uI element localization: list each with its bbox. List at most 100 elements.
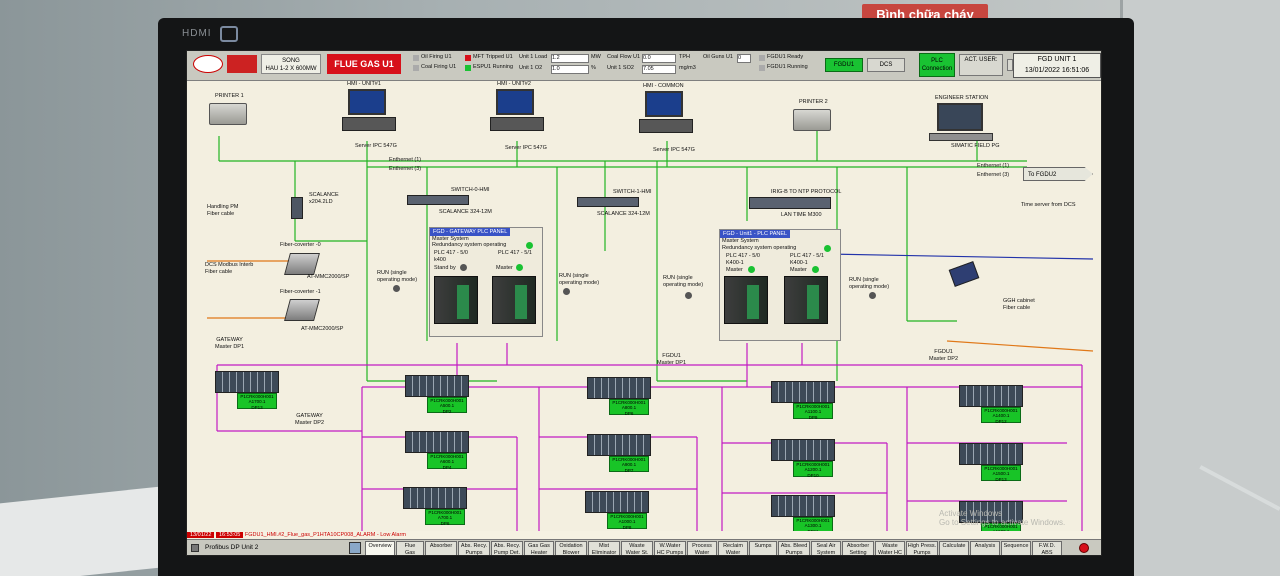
dp-node-tag[interactable]: P1CRK000H001 A800.1 DP6 <box>609 399 649 416</box>
gateway-plc-panel: FGD - GATEWAY PLC PANEL Master System Re… <box>429 227 543 337</box>
hmi-common-label: HMI - COMMON <box>643 83 684 89</box>
dp-node-tag[interactable]: P1CRK000H001 A1700.1 DP13 <box>237 393 277 410</box>
dp-rack-icon[interactable] <box>405 431 469 453</box>
lan-time-device-icon <box>749 197 831 209</box>
printer2-icon[interactable] <box>793 109 831 131</box>
unit1-panel-title: FGD - Unit1 - PLC PANEL <box>720 230 791 238</box>
dp-rack-icon[interactable] <box>771 439 835 461</box>
nav-button[interactable]: Sequence <box>1001 541 1031 555</box>
current-screen-name: Profibus DP Unit 2 <box>205 544 259 551</box>
alarm-line[interactable]: 13/01/22 16:53:05 FGDU1_HMI.#2_Flue_gas_… <box>187 531 1101 539</box>
hmi-unit1-pc-icon[interactable] <box>342 89 396 131</box>
dp-rack-icon[interactable] <box>959 501 1023 523</box>
dp-rack-icon[interactable] <box>771 495 835 517</box>
switch1-sub-label: SCALANCE 324-12M <box>597 211 650 217</box>
ethernet3-right-label: Enthernet (3) <box>977 172 1010 178</box>
unit-o2-unit: % <box>591 65 596 71</box>
screen-menu-icon[interactable] <box>191 544 199 552</box>
nav-button[interactable]: High Press. Pumps <box>906 541 938 556</box>
nav-button[interactable]: Seal Air System <box>811 541 841 555</box>
fgdu1-button[interactable]: FGDU1 <box>825 58 863 72</box>
engineer-laptop-icon[interactable] <box>929 103 993 143</box>
unit-load-unit: MW <box>591 54 601 60</box>
dp-rack-icon[interactable] <box>587 434 651 456</box>
nav-button[interactable]: Mist Eliminator <box>588 541 620 555</box>
dp-rack-icon[interactable] <box>585 491 649 513</box>
dp-rack-icon[interactable] <box>587 377 651 399</box>
unit1-redundancy-dot <box>824 245 831 252</box>
oil-guns-value: 0 <box>737 54 751 63</box>
dp-rack-icon[interactable] <box>959 385 1023 407</box>
nav-button[interactable]: Abs. Recy. Pump Det. <box>491 541 523 555</box>
to-fgdu2-arrow[interactable]: To FGDU2 <box>1023 167 1093 181</box>
nav-button[interactable]: Sumps <box>749 541 777 555</box>
nav-button[interactable]: Gas Gas Heater <box>524 541 554 555</box>
nav-button[interactable]: Calculate <box>939 541 969 555</box>
nav-button[interactable]: Abs. Bleed Pumps <box>778 541 810 555</box>
dp-node-tag[interactable]: P1CRK000H001 A1200.1 DP10 <box>793 461 833 478</box>
hmi-common-pc-icon[interactable] <box>639 91 693 133</box>
plc-connection-button[interactable]: PLC Connection <box>919 53 955 77</box>
nav-button[interactable]: Absorber <box>425 541 457 555</box>
ggh-label: GGH cabinet Fiber cable <box>1003 298 1035 311</box>
unit1-plc0-icon[interactable] <box>724 276 768 324</box>
gateway-standby-dot <box>460 264 467 271</box>
dp-node-tag[interactable]: P1CRK000H001 A1400.1 DP12 <box>981 407 1021 424</box>
nav-button[interactable]: Oxidation Blower <box>555 541 587 555</box>
plant-line-1: SONG <box>282 58 300 64</box>
dp-node-tag[interactable]: P1CRK000H001 A1100.1 DP9 <box>793 403 833 420</box>
ethernet1-right-label: Enthernet (1) <box>977 163 1010 169</box>
server3-label: Server IPC 547G <box>653 147 695 153</box>
printer1-icon[interactable] <box>209 103 247 125</box>
mft-label: MFT Tripped U1 <box>473 54 513 60</box>
dcs-button[interactable]: DCS <box>867 58 905 72</box>
gateway-plc1-icon[interactable] <box>492 276 536 324</box>
time-server-line <box>826 253 1094 260</box>
dcs-modbus-label: DCS Modbus Interb Fiber cable <box>205 262 254 275</box>
dp-rack-icon[interactable] <box>215 371 279 393</box>
dp-node-tag[interactable]: P1CRK000H001 A700.1 DP6 <box>425 509 465 526</box>
dp-rack-icon[interactable] <box>771 381 835 403</box>
dp-rack-icon[interactable] <box>959 443 1023 465</box>
nav-button[interactable]: W.Water HC Pumps <box>654 541 686 555</box>
dp-node-tag[interactable]: P1CRK000H001 A500.1 DP2 <box>427 397 467 414</box>
hmi-unit2-pc-icon[interactable] <box>490 89 544 131</box>
nav-button[interactable]: Waste Water St. <box>621 541 653 555</box>
nav-button[interactable]: Absorber Setting <box>842 541 874 555</box>
hmi-unit2-label: HMI - UNIT#2 <box>497 81 531 87</box>
gateway-plc1-label: PLC 417 - 5/1 <box>498 250 532 256</box>
nav-button[interactable]: Process Water <box>687 541 717 555</box>
nav-button[interactable]: Abs. Recy. Pumps <box>458 541 490 555</box>
fiber-converter0-icon <box>284 253 320 275</box>
dp-node-tag[interactable]: P1CRK000H001 A600.1 DP4 <box>427 453 467 470</box>
coal-firing-indicator <box>413 65 419 71</box>
server2-label: Server IPC 547G <box>505 145 547 151</box>
nav-button[interactable]: F.W.D. ABS Island <box>1032 541 1062 555</box>
nav-button[interactable]: Flue Gas <box>396 541 424 555</box>
gateway-standby-label: Stand by <box>434 265 456 271</box>
gateway-dp1-label: GATEWAY Master DP1 <box>215 337 245 350</box>
unit1-plc-panel: FGD - Unit1 - PLC PANEL Master System Re… <box>719 229 841 341</box>
navigation-icon[interactable] <box>349 542 361 554</box>
gateway-redundancy-dot <box>526 242 533 249</box>
scalance-x204-label: SCALANCE x204.2LD <box>309 192 339 205</box>
alarm-bell-icon[interactable] <box>1079 543 1089 553</box>
gateway-panel-sub: Master System <box>432 236 469 242</box>
gateway-plc0-icon[interactable] <box>434 276 478 324</box>
unit1-plc0-label: PLC 417 - 5/0 K400-1 <box>726 253 760 266</box>
active-user-field[interactable]: ACT. USER: <box>959 54 1003 76</box>
nav-button[interactable]: Analysis <box>970 541 1000 555</box>
dp-rack-icon[interactable] <box>403 487 467 509</box>
dp-node-tag[interactable]: P1CRK000H001 A1000.1 DP8 <box>607 513 647 530</box>
coal-flow-label: Coal Flow U1 <box>607 54 641 60</box>
dp-rack-icon[interactable] <box>405 375 469 397</box>
nav-button[interactable]: Reclaim Water <box>718 541 748 555</box>
unit1-plc1-icon[interactable] <box>784 276 828 324</box>
nav-button[interactable]: Waste Water HC <box>875 541 905 555</box>
key-icon[interactable] <box>1007 59 1013 71</box>
dp-node-tag[interactable]: P1CRK000H001 A900.1 DP7 <box>609 456 649 473</box>
dp-node-tag[interactable]: P1CRK000H001 A1500.1 DP13 <box>981 465 1021 482</box>
unit-so2-label: Unit 1 SO2 <box>607 65 634 71</box>
nav-button[interactable]: Overview <box>365 541 395 555</box>
run-right1-status-dot <box>685 292 692 299</box>
